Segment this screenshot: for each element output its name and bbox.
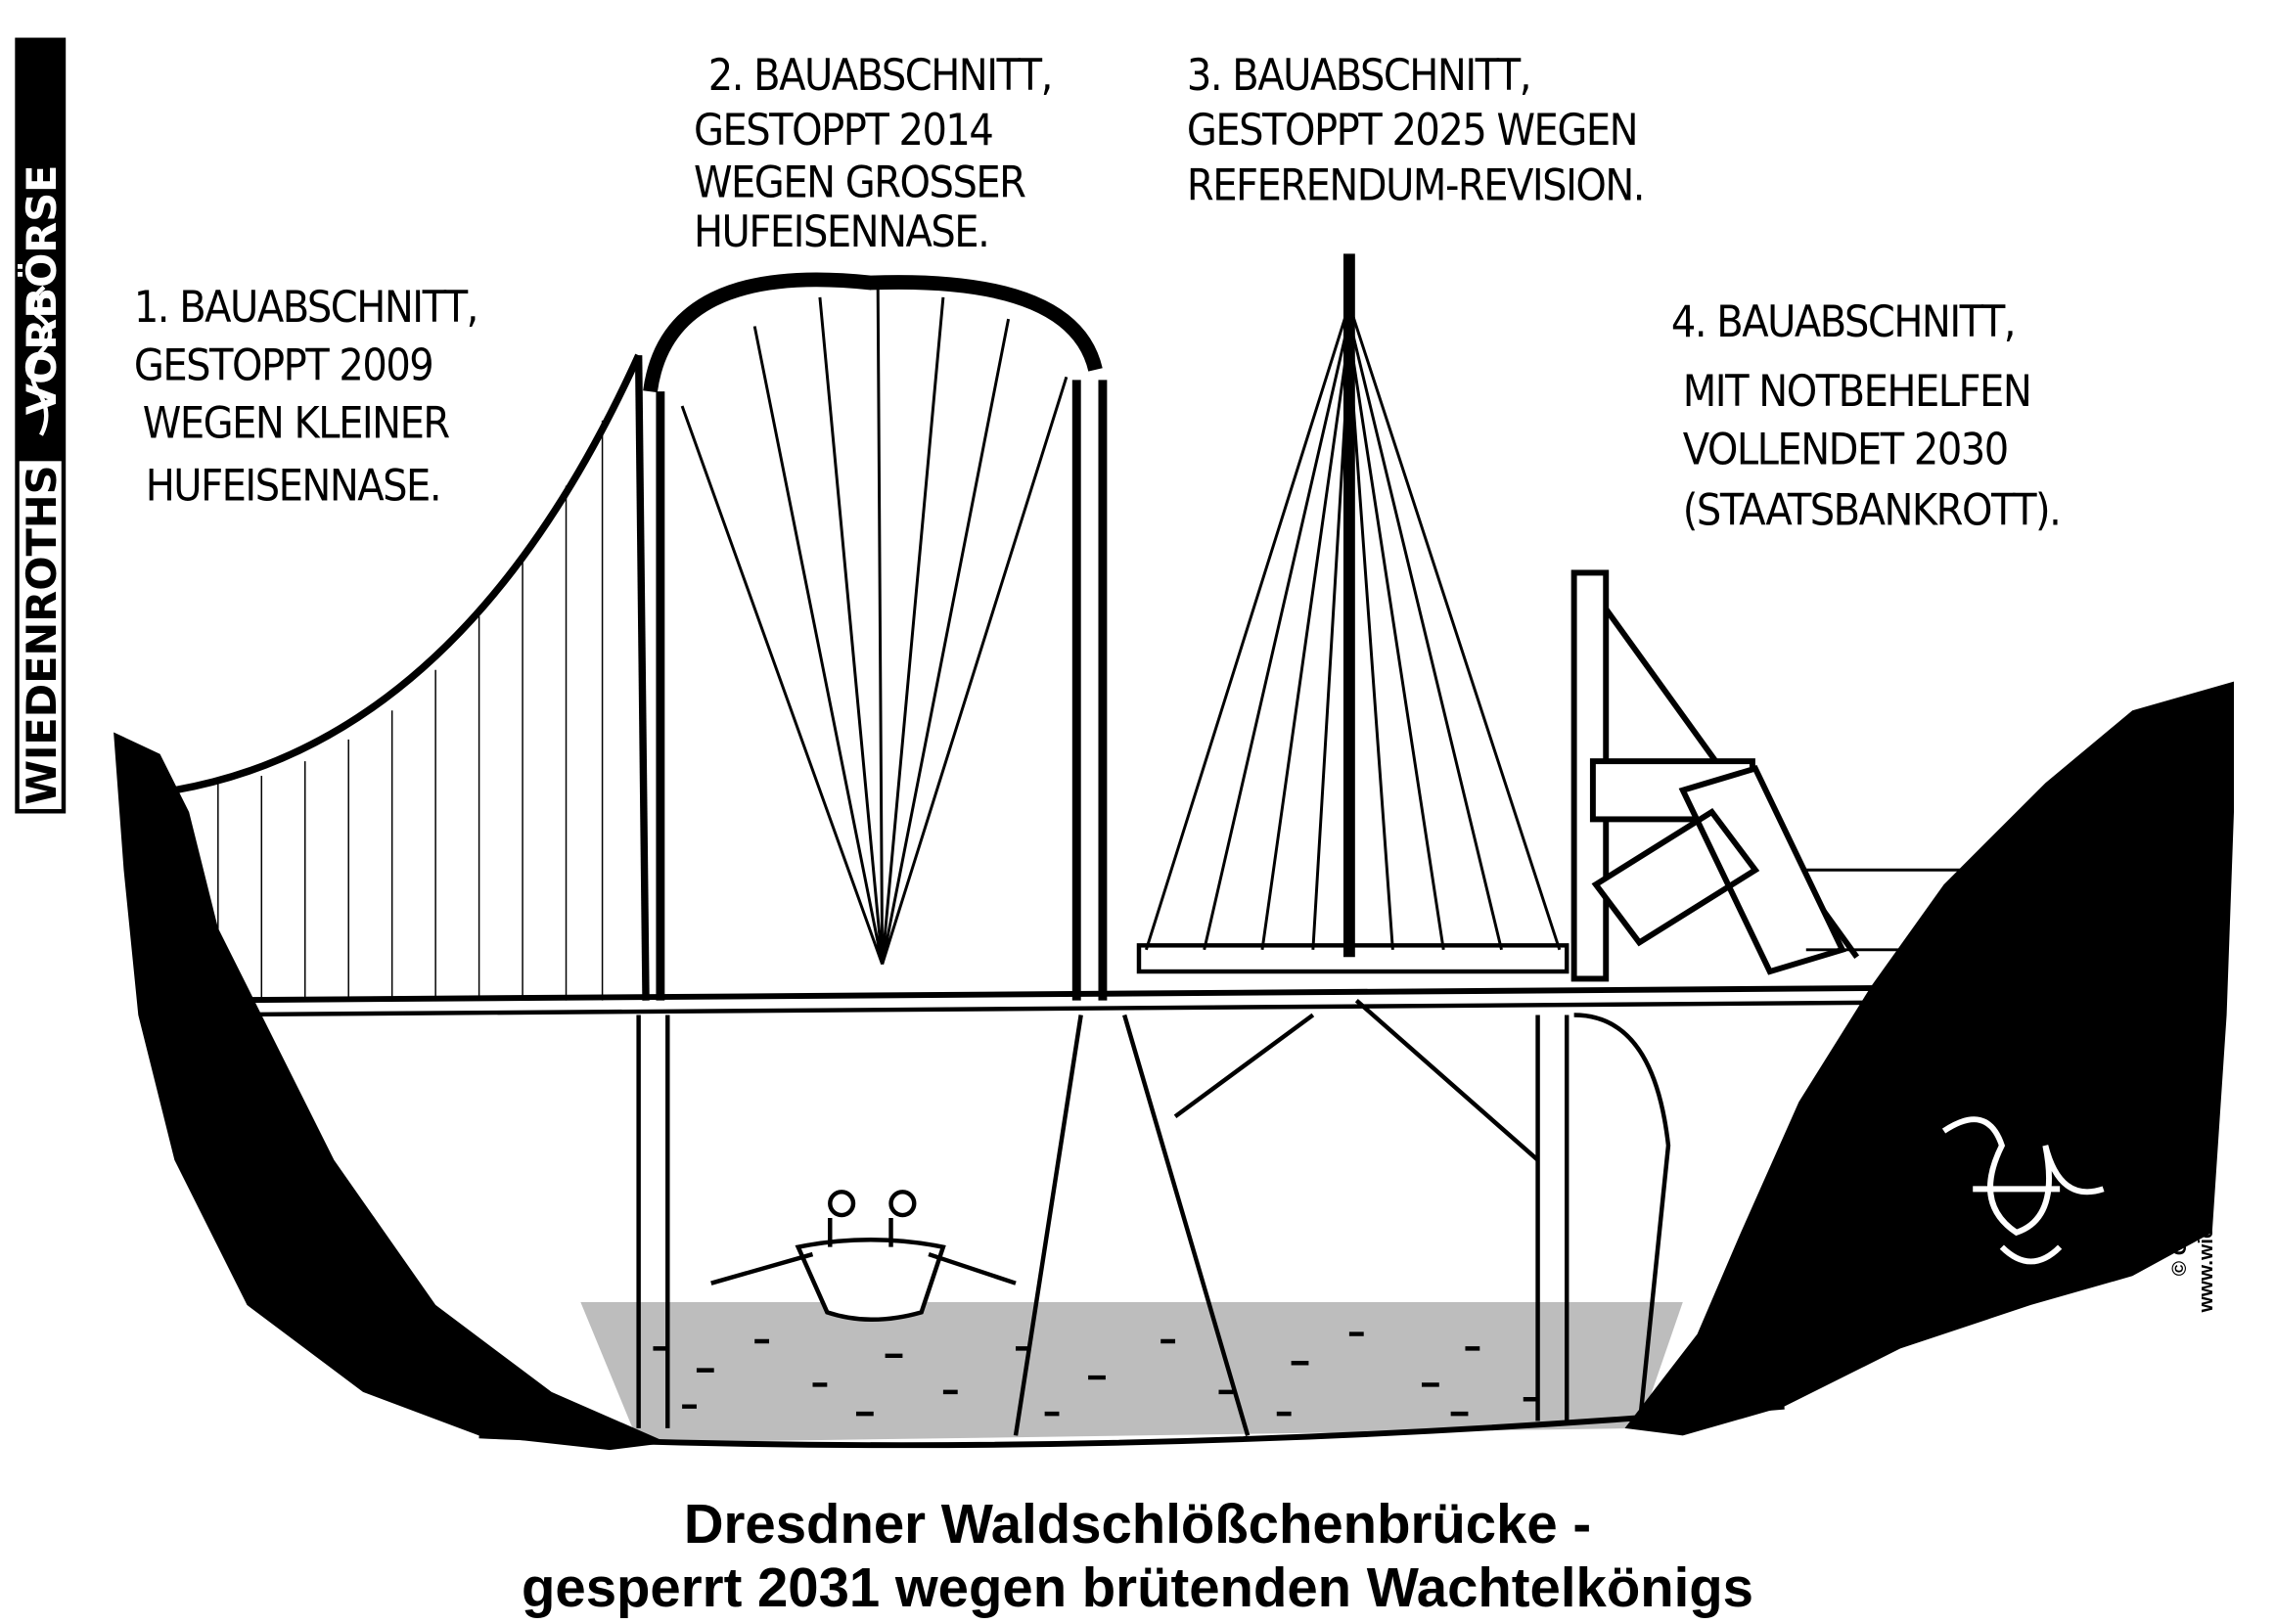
svg-text:3. Bauabschnitt,: 3. Bauabschnitt, <box>1187 51 1530 101</box>
svg-text:gestoppt 2014: gestoppt 2014 <box>694 106 992 156</box>
artist-signature <box>1941 1116 2105 1265</box>
caption-line-2: gesperrt 2031 wegen brütenden Wachtelkön… <box>522 1556 1753 1618</box>
section1-suspension-bridge <box>173 353 650 1001</box>
section3-cable-stayed-bridge <box>1144 253 1562 958</box>
label-section-4: 4. Bauabschnitt, mit Notbehelfen vollend… <box>1671 297 2062 536</box>
label-section-3: 3. Bauabschnitt, gestoppt 2025 wegen Ref… <box>1187 51 1646 211</box>
logo-top-text: VORBÖRSE <box>18 165 66 416</box>
svg-text:1. Bauabschnitt,: 1. Bauabschnitt, <box>134 283 478 333</box>
svg-text:gestoppt 2009: gestoppt 2009 <box>134 340 432 390</box>
river-water <box>580 1301 1683 1443</box>
section2-arch-bridge <box>643 272 1108 1001</box>
svg-text:www.wiedenroth-karikatur.de: www.wiedenroth-karikatur.de <box>2195 1031 2217 1314</box>
svg-text:mit Notbehelfen: mit Notbehelfen <box>1683 367 2031 417</box>
label-section-2: 2. Bauabschnitt, gestoppt 2014 wegen gro… <box>694 51 1053 257</box>
caption: Dresdner Waldschlößchenbrücke - gesperrt… <box>522 1493 1753 1618</box>
rowing-boat <box>710 1190 1017 1322</box>
svg-text:wegen kleiner: wegen kleiner <box>143 399 450 449</box>
water-ripples <box>653 1331 1538 1417</box>
svg-text:4. Bauabschnitt,: 4. Bauabschnitt, <box>1671 297 2015 347</box>
svg-text:gestoppt 2025 wegen: gestoppt 2025 wegen <box>1187 106 1637 156</box>
svg-text:(Staatsbankrott).: (Staatsbankrott). <box>1683 486 2061 536</box>
svg-text:Hufeisennase.: Hufeisennase. <box>146 461 440 511</box>
label-section-1: 1. Bauabschnitt, gestoppt 2009 wegen kle… <box>134 283 479 511</box>
svg-text:vollendet 2030: vollendet 2030 <box>1683 425 2008 474</box>
wiedenroth-vorboerse-logo: VORBÖRSE WIEDENROTHS <box>15 37 67 814</box>
riverbed <box>478 1403 1785 1449</box>
logo-bottom-text: WIEDENROTHS <box>18 466 66 805</box>
caption-line-1: Dresdner Waldschlößchenbrücke - <box>684 1493 1591 1555</box>
svg-text:© Götz Wiedenroth 2007: © Götz Wiedenroth 2007 <box>2168 1043 2191 1277</box>
left-riverbank <box>114 732 668 1451</box>
svg-text:wegen grosser: wegen grosser <box>694 158 1025 208</box>
bridge-piers <box>636 999 1671 1436</box>
section4-makeshift-bridge <box>1570 569 2161 982</box>
svg-text:2. Bauabschnitt,: 2. Bauabschnitt, <box>708 51 1052 101</box>
copyright-notice: © Götz Wiedenroth 2007 www.wiedenroth-ka… <box>2168 1031 2217 1314</box>
svg-text:Hufeisennase.: Hufeisennase. <box>694 207 988 257</box>
svg-text:Referendum-Revision.: Referendum-Revision. <box>1187 161 1644 211</box>
bridge-deck <box>174 943 2161 1017</box>
